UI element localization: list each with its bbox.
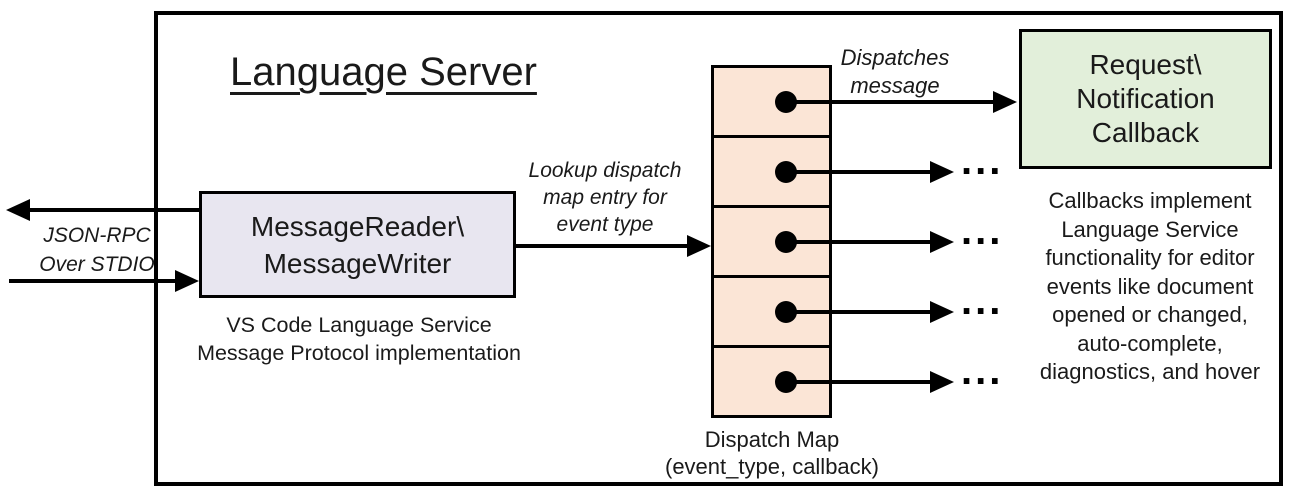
dispatch-map-caption: Dispatch Map (event_type, callback) <box>665 427 879 479</box>
dispatch-map-cell <box>714 68 829 138</box>
dispatch-map-cell <box>714 278 829 348</box>
request-notification-callback-box: Request\ Notification Callback <box>1019 29 1272 169</box>
message-reader-writer-caption: VS Code Language Service Message Protoco… <box>197 313 521 365</box>
ellipsis-row-4: ... <box>961 279 1004 323</box>
diagram-title: Language Server <box>230 50 537 94</box>
dispatch-map <box>711 65 832 418</box>
message-reader-writer-box: MessageReader\ MessageWriter <box>199 191 516 298</box>
dispatch-map-cell <box>714 138 829 208</box>
language-server-boundary <box>154 11 1283 486</box>
ellipsis-row-5: ... <box>961 349 1004 393</box>
dispatch-map-cell <box>714 348 829 415</box>
dispatch-map-cell <box>714 208 829 278</box>
dispatches-message-label: Dispatches message <box>840 45 950 98</box>
ellipsis-row-3: ... <box>961 209 1004 253</box>
json-rpc-stdio-label: JSON-RPC Over STDIO <box>39 224 155 276</box>
stdio-out-arrowhead-icon <box>6 199 30 221</box>
ellipsis-row-2: ... <box>961 139 1004 183</box>
callbacks-note: Callbacks implement Language Service fun… <box>1039 188 1261 384</box>
lookup-dispatch-label: Lookup dispatch map entry for event type <box>528 159 682 236</box>
